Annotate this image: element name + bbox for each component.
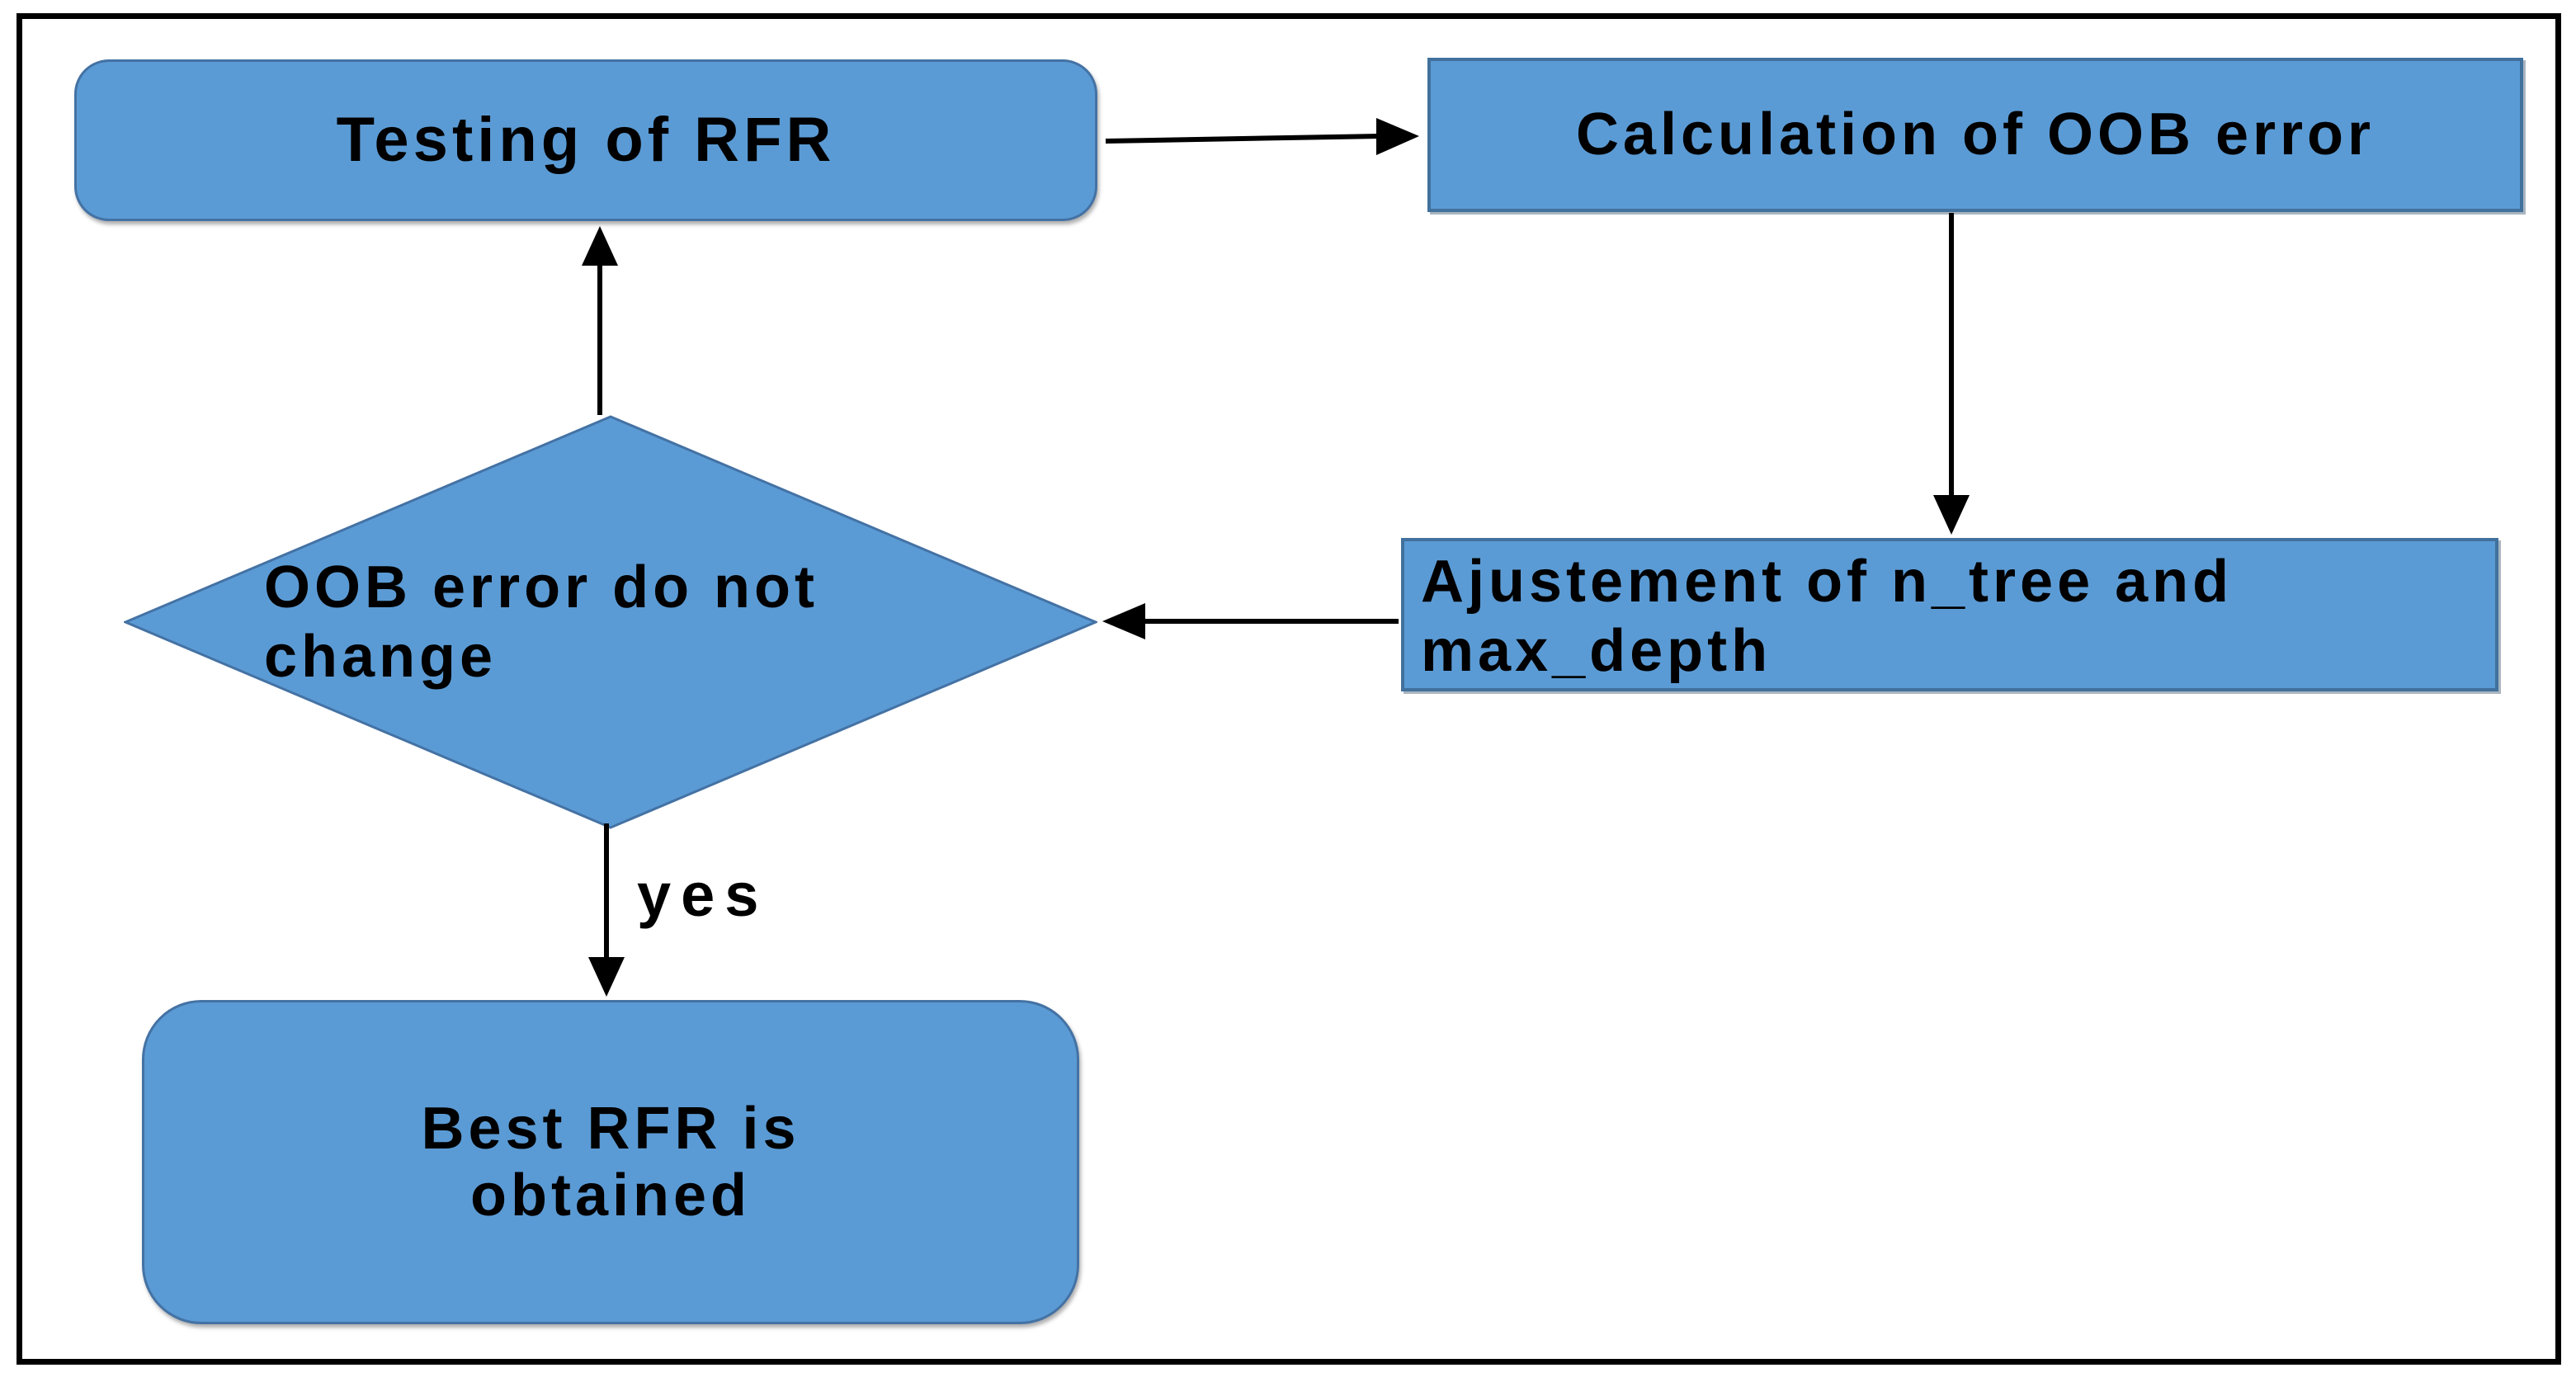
node-testing-label: Testing of RFR (336, 105, 836, 176)
edge-label-yes: yes (637, 861, 769, 929)
node-testing-of-rfr: Testing of RFR (74, 59, 1097, 221)
diamond-polygon (124, 415, 1097, 829)
node-best-rfr-obtained: Best RFR is obtained (142, 1000, 1079, 1324)
node-adjustment-label: Ajustement of n_tree and max_depth (1421, 549, 2234, 684)
node-decision: OOB error do not change (124, 415, 1097, 829)
node-adjustment-parameters: Ajustement of n_tree and max_depth (1401, 538, 2498, 691)
node-decision-diamond-shape (124, 415, 1097, 829)
node-result-label: Best RFR is obtained (421, 1095, 800, 1229)
outer-border (17, 13, 2561, 1365)
node-calculation-label: Calculation of OOB error (1575, 101, 2375, 168)
node-decision-label: OOB error do not change (264, 554, 819, 690)
node-calculation-of-oob-error: Calculation of OOB error (1427, 58, 2523, 212)
